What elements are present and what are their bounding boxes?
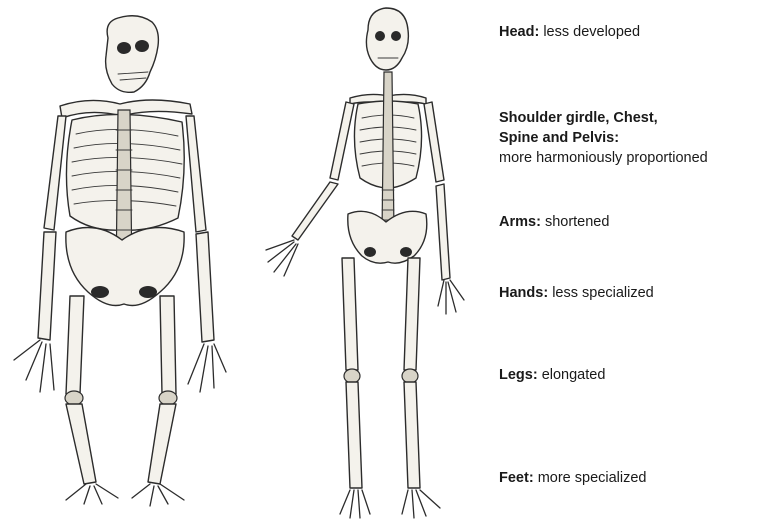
- label-shoulder-chest-spine-pelvis: Shoulder girdle, Chest, Spine and Pelvis…: [499, 108, 708, 168]
- gorilla-left-femur: [66, 296, 84, 394]
- label-shoulder-term-line2: Spine and Pelvis:: [499, 128, 708, 148]
- gorilla-left-hand: [14, 340, 54, 392]
- gorilla-skeleton-illustration: [0, 0, 250, 525]
- human-right-upper-arm: [424, 102, 444, 182]
- human-right-knee: [402, 369, 418, 383]
- gorilla-right-forearm: [196, 232, 214, 342]
- human-left-forearm: [292, 182, 338, 240]
- human-left-hand: [266, 240, 298, 276]
- label-head-term: Head:: [499, 24, 539, 40]
- label-legs-desc: elongated: [542, 367, 606, 383]
- human-skeleton-drawing: [250, 0, 480, 525]
- gorilla-left-forearm: [38, 232, 56, 340]
- gorilla-eye-socket-left: [117, 42, 131, 54]
- gorilla-right-foot: [132, 484, 184, 506]
- gorilla-skull: [106, 16, 159, 93]
- gorilla-pelvis: [66, 228, 184, 306]
- gorilla-left-shin: [66, 404, 96, 484]
- label-hands-desc: less specialized: [552, 285, 654, 301]
- label-feet-term: Feet:: [499, 470, 534, 486]
- human-left-femur: [342, 258, 358, 370]
- gorilla-right-hand: [188, 344, 226, 392]
- label-feet-desc: more specialized: [538, 470, 647, 486]
- label-shoulder-desc: more harmoniously proportioned: [499, 148, 708, 168]
- gorilla-left-foot: [66, 484, 118, 504]
- gorilla-eye-socket-right: [135, 40, 149, 52]
- gorilla-hip-socket-right: [139, 286, 157, 298]
- human-left-upper-arm: [330, 102, 354, 180]
- human-spine: [382, 72, 394, 232]
- label-head-desc: less developed: [543, 24, 640, 40]
- human-eye-socket-right: [391, 31, 401, 41]
- gorilla-hip-socket-left: [91, 286, 109, 298]
- label-arms-term: Arms:: [499, 214, 541, 230]
- human-right-forearm: [436, 184, 450, 280]
- label-hands-term: Hands:: [499, 285, 548, 301]
- human-right-femur: [404, 258, 420, 370]
- label-shoulder-term-line1: Shoulder girdle, Chest,: [499, 108, 708, 128]
- human-left-knee: [344, 369, 360, 383]
- label-hands: Hands: less specialized: [499, 283, 654, 303]
- label-feet: Feet: more specialized: [499, 468, 647, 488]
- gorilla-skeleton-drawing: [0, 0, 250, 525]
- gorilla-right-femur: [160, 296, 176, 394]
- label-head: Head: less developed: [499, 22, 640, 42]
- human-right-hand: [438, 280, 464, 314]
- human-left-foot: [340, 490, 370, 518]
- label-arms-desc: shortened: [545, 214, 610, 230]
- gorilla-left-upper-arm: [44, 116, 66, 230]
- human-skeleton-illustration: [250, 0, 480, 525]
- label-legs: Legs: elongated: [499, 365, 605, 385]
- gorilla-left-knee: [65, 391, 83, 405]
- human-hip-socket-left: [364, 247, 376, 257]
- label-arms: Arms: shortened: [499, 212, 609, 232]
- human-right-shin: [404, 382, 420, 488]
- human-left-shin: [346, 382, 362, 488]
- gorilla-right-shin: [148, 404, 176, 484]
- gorilla-right-knee: [159, 391, 177, 405]
- human-skull: [366, 8, 408, 70]
- gorilla-right-upper-arm: [186, 116, 206, 232]
- label-legs-term: Legs:: [499, 367, 538, 383]
- human-right-foot: [402, 490, 440, 518]
- human-hip-socket-right: [400, 247, 412, 257]
- human-eye-socket-left: [375, 31, 385, 41]
